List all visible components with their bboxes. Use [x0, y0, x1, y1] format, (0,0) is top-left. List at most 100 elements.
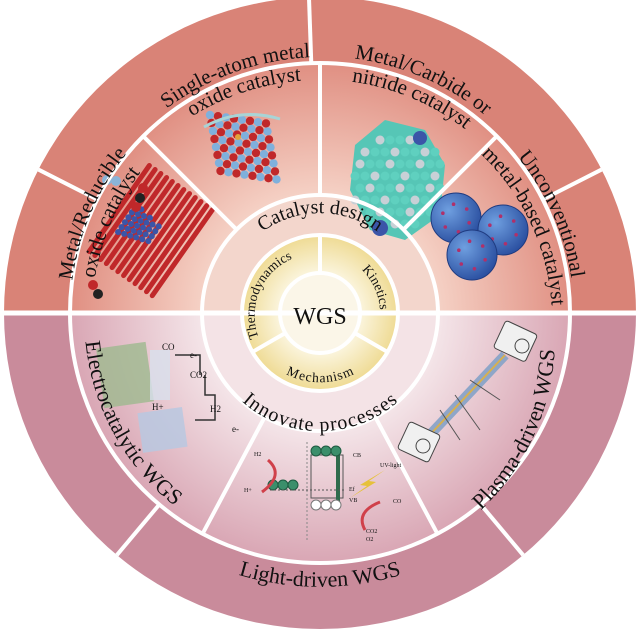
electron: [310, 445, 322, 457]
metal-atom: [146, 226, 153, 233]
lattice-atom: [226, 137, 235, 146]
core-sector-divider: [251, 331, 287, 354]
particle-atom: [390, 195, 400, 205]
dopant-atom: [464, 207, 469, 211]
lattice-atom: [223, 121, 232, 130]
lattice-atom: [229, 153, 238, 162]
oxide-row: [86, 162, 152, 254]
lattice-atom: [235, 146, 245, 155]
particle-atom: [390, 171, 400, 181]
lattice-atom: [243, 147, 253, 156]
lattice-atom: [214, 158, 224, 168]
process-outer-divider: [479, 503, 525, 557]
metal-atom: [125, 214, 132, 221]
center-label: WGS: [293, 304, 346, 330]
dopant-atom: [483, 257, 487, 262]
dopant-atom: [457, 248, 461, 253]
dopant-atom: [503, 241, 508, 246]
metal-atom: [147, 214, 154, 221]
membrane: [150, 350, 170, 400]
lattice-atom: [267, 151, 277, 160]
particle-atom: [370, 195, 380, 205]
lattice-atom: [245, 116, 255, 126]
oxide-row: [144, 203, 210, 295]
illustration-electrochemical-cell: [96, 341, 216, 453]
molecule-atom: [135, 193, 145, 203]
particle-atom: [400, 171, 410, 181]
blue-sphere: [446, 229, 498, 281]
lattice-atom: [219, 144, 229, 153]
metal-atom: [143, 219, 150, 226]
particle-atom: [385, 159, 395, 169]
process-outer-divider: [115, 503, 161, 557]
co-arrow: [360, 500, 381, 531]
particle-atom: [385, 135, 395, 145]
light-annot-uv: UV-light: [380, 463, 401, 469]
particle-atom: [410, 171, 420, 181]
molecule-atom: [138, 183, 148, 193]
electro-annot-co2: CO2: [190, 370, 207, 380]
light-annot-cb: CB: [353, 453, 361, 459]
particle-atom: [400, 195, 410, 205]
catalyst-outer-divider: [541, 167, 603, 202]
light-annot-ef: Ef: [349, 486, 355, 493]
metal-atom: [148, 233, 155, 240]
particle-atom: [365, 183, 375, 193]
metal-atom: [134, 222, 141, 229]
lattice-atom: [247, 124, 256, 134]
metal-atom: [121, 219, 128, 226]
particle-atom: [355, 159, 365, 169]
dopant-atom: [480, 244, 485, 248]
lattice-atom: [211, 142, 221, 152]
light-annot-co2: CO2: [366, 529, 377, 535]
lattice-atom: [258, 142, 267, 151]
lattice-atom: [242, 139, 251, 148]
lattice-atom: [240, 131, 250, 140]
lattice-atom: [272, 175, 281, 184]
lattice-atom: [237, 115, 247, 124]
particle-atom: [420, 171, 430, 181]
metal-atom: [145, 238, 152, 245]
oxide-row: [132, 195, 198, 287]
lattice-atom: [263, 127, 272, 136]
hole: [330, 499, 342, 511]
lattice-atom: [205, 110, 215, 120]
lattice-atom: [213, 150, 222, 160]
particle-atom: [420, 147, 430, 157]
molecule-atom: [131, 202, 141, 212]
band-bar: [336, 452, 340, 502]
particle-atom: [430, 171, 440, 181]
lead-line: [439, 409, 461, 441]
light-annot-hplus: H+: [244, 488, 252, 494]
dopant-atom: [498, 214, 503, 219]
hole: [320, 499, 332, 511]
particle-atom: [395, 207, 405, 217]
electro-annotations: CO CO2 H+ H2 e- e-: [152, 342, 239, 434]
particle-atom: [380, 147, 390, 157]
catalyst-sector-divider: [402, 134, 499, 231]
electro-annot-e2: e-: [232, 424, 239, 434]
lattice-atom: [238, 162, 248, 171]
lattice-atom: [269, 159, 278, 168]
process-sector-divider: [200, 416, 267, 535]
lattice-atom: [208, 126, 218, 136]
electron: [320, 445, 332, 457]
lattice-atom: [237, 154, 246, 163]
lattice-atom: [239, 123, 248, 132]
light-annot-vb: VB: [349, 498, 357, 504]
illustration-metal-reducible-oxide: [86, 162, 215, 299]
lattice-atom: [262, 166, 272, 175]
electro-annot-e1: e-: [190, 350, 197, 360]
molecule-atom: [93, 289, 103, 299]
particle-atom: [415, 183, 425, 193]
particle-atom: [405, 159, 415, 169]
lattice-atom: [264, 135, 274, 144]
lattice-atom: [266, 143, 275, 152]
lattice-atom: [264, 174, 273, 183]
lattice-atom: [253, 118, 263, 127]
metal-atom: [140, 224, 147, 231]
lattice-atom: [234, 138, 243, 147]
lattice-atom: [251, 148, 261, 158]
metal-atom: [142, 231, 149, 238]
hole: [310, 499, 322, 511]
